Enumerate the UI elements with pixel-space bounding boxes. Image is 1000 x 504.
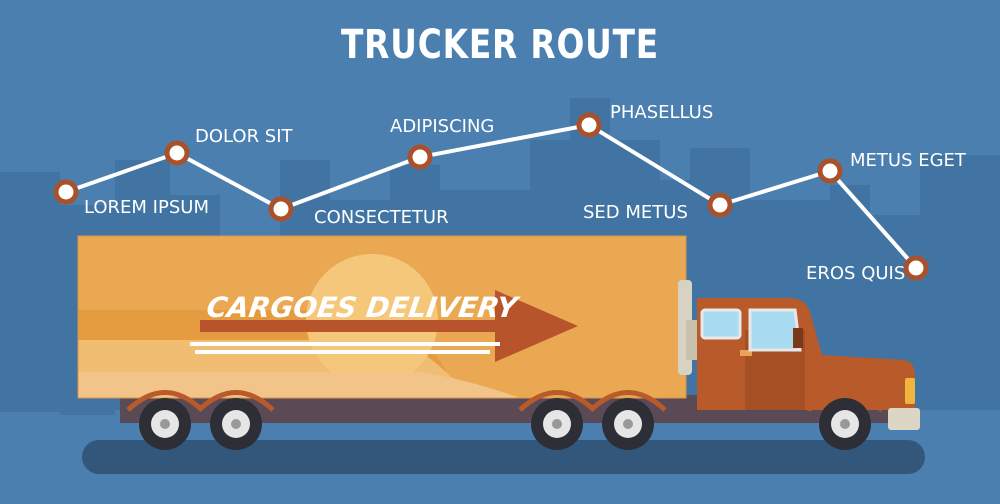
front-bumper — [888, 408, 920, 430]
route-line-chart: LOREM IPSUM DOLOR SIT CONSECTETUR ADIPISCIN… — [53, 102, 967, 284]
route-marker — [268, 196, 294, 222]
wheel — [602, 398, 654, 450]
route-marker — [707, 192, 733, 218]
route-stop-label: DOLOR SIT — [195, 126, 294, 147]
route-marker — [903, 255, 929, 281]
route-stop-label: METUS EGET — [850, 150, 967, 171]
wheel — [210, 398, 262, 450]
trailer: CARGOES DELIVERY — [77, 235, 687, 399]
delivery-arrow — [200, 290, 578, 362]
cab-window-left — [700, 308, 742, 340]
route-marker — [817, 158, 843, 184]
route-marker — [576, 112, 602, 138]
route-stop-label: EROS QUIS — [806, 263, 905, 284]
route-marker — [53, 179, 79, 205]
road — [82, 440, 925, 474]
route-stop-label: SED METUS — [583, 202, 688, 223]
page-title: TRUCKER ROUTE — [340, 22, 660, 68]
wheel — [819, 398, 871, 450]
route-stop-label: ADIPISCING — [390, 116, 494, 137]
truck-cab — [697, 298, 920, 430]
route-line — [65, 122, 918, 270]
route-marker — [164, 140, 190, 166]
cab-window-right — [748, 308, 802, 352]
route-stop-label: PHASELLUS — [610, 102, 713, 123]
route-stop-label: LOREM IPSUM — [84, 197, 209, 218]
wheels — [139, 398, 871, 450]
route-stop-label: CONSECTETUR — [314, 207, 449, 228]
truck: CARGOES DELIVERY — [77, 235, 920, 450]
route-marker — [407, 144, 433, 170]
trailer-text: CARGOES DELIVERY — [204, 291, 521, 324]
wheel — [139, 398, 191, 450]
wheel — [531, 398, 583, 450]
